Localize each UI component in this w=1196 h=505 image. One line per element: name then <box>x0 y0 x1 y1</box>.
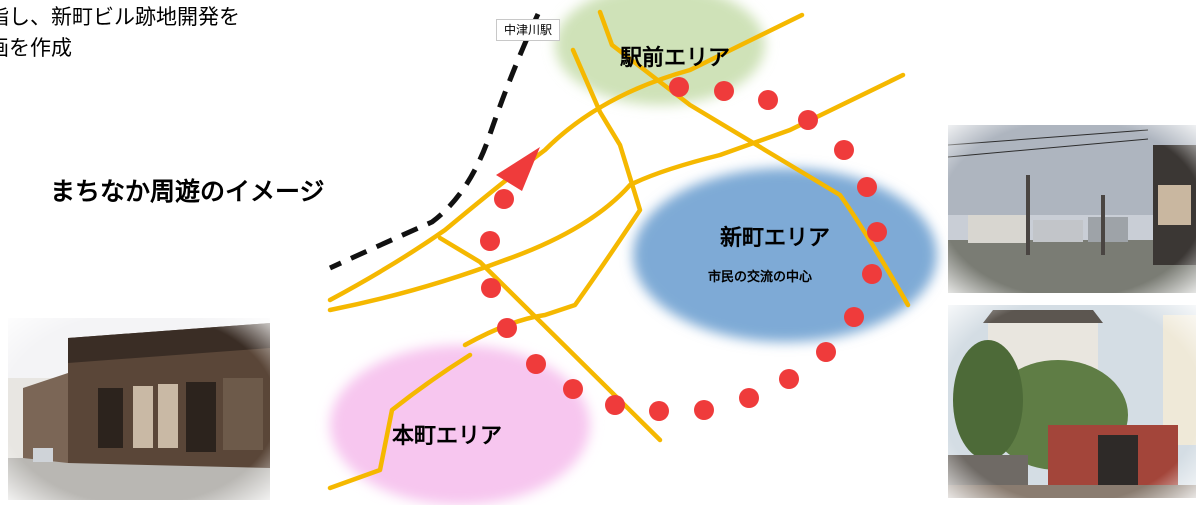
route-dot <box>739 388 759 408</box>
ekimae-area-label: 駅前エリア <box>620 46 731 71</box>
road-diagonal <box>597 9 911 308</box>
shinmachi-area <box>633 168 937 342</box>
route-dot <box>563 379 583 399</box>
header-text: 指し、新町ビル跡地開発を 画を作成 <box>0 2 340 64</box>
route-dot <box>798 110 818 130</box>
route-dot <box>758 90 778 110</box>
honmachi-area <box>330 345 590 505</box>
header-line-1: 指し、新町ビル跡地開発を <box>0 5 240 29</box>
route-dot <box>669 77 689 97</box>
station-label: 中津川駅 <box>496 19 561 41</box>
road-cross <box>437 235 663 443</box>
route-dot <box>694 400 714 420</box>
road-south <box>327 352 473 491</box>
diagram-caption: まちなか周遊のイメージ <box>50 177 325 206</box>
route-dot <box>714 81 734 101</box>
route-arrow-icon <box>496 147 540 191</box>
railway-line <box>328 12 541 271</box>
circulation-route <box>480 77 887 421</box>
honmachi-area-label: 本町エリア <box>392 424 503 449</box>
photo-honmachi-street <box>8 318 270 500</box>
route-dot <box>867 222 887 242</box>
route-dot <box>649 401 669 421</box>
route-dot <box>844 307 864 327</box>
route-dot <box>779 369 799 389</box>
photo-garden-gate <box>948 305 1196 498</box>
route-dot <box>857 177 877 197</box>
shinmachi-area-label: 新町エリア <box>720 226 831 251</box>
route-dot <box>481 278 501 298</box>
route-dot <box>862 264 882 284</box>
header-line-2: 画を作成 <box>0 36 72 60</box>
route-dot <box>834 140 854 160</box>
route-dot <box>816 342 836 362</box>
route-dot <box>497 318 517 338</box>
route-dot <box>494 189 514 209</box>
road-main <box>327 72 906 313</box>
photo-shinmachi-site <box>948 125 1196 293</box>
route-dot <box>526 354 546 374</box>
shinmachi-area-sublabel: 市民の交流の中心 <box>708 270 813 285</box>
route-dot <box>480 231 500 251</box>
route-dot <box>605 395 625 415</box>
